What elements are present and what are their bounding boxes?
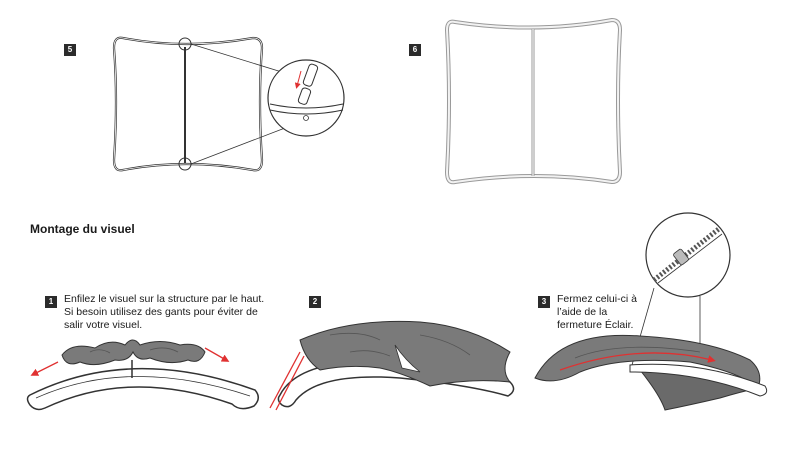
figure-5-badge: 5 bbox=[64, 44, 76, 56]
zipper-zoom-circle bbox=[645, 212, 731, 298]
step-1-illustration bbox=[26, 339, 259, 411]
step-2-badge: 2 bbox=[309, 296, 321, 308]
step-1-text: Enfilez le visuel sur la structure par l… bbox=[64, 293, 294, 332]
step-3-badge: 3 bbox=[538, 296, 550, 308]
figure-6-frame bbox=[444, 17, 623, 185]
step-2-illustration bbox=[269, 320, 515, 411]
step-1-line-2: Si besoin utilisez des gants pour éviter… bbox=[64, 306, 258, 318]
step-3-illustration bbox=[534, 212, 768, 411]
step-3-text: Fermez celui-ci à l’aide de la fermeture… bbox=[557, 293, 667, 332]
figure-6-badge: 6 bbox=[409, 44, 421, 56]
step-1-line-3: salir votre visuel. bbox=[64, 319, 143, 331]
step-1-line-1: Enfilez le visuel sur la structure par l… bbox=[64, 293, 265, 305]
step-1-badge: 1 bbox=[45, 296, 57, 308]
section-title: Montage du visuel bbox=[30, 222, 135, 236]
step-3-line-3: fermeture Éclair. bbox=[557, 319, 634, 331]
step-3-line-1: Fermez celui-ci à bbox=[557, 293, 637, 305]
step-3-line-2: l’aide de la bbox=[557, 306, 608, 318]
figure-5-frame-diagram bbox=[112, 36, 345, 172]
